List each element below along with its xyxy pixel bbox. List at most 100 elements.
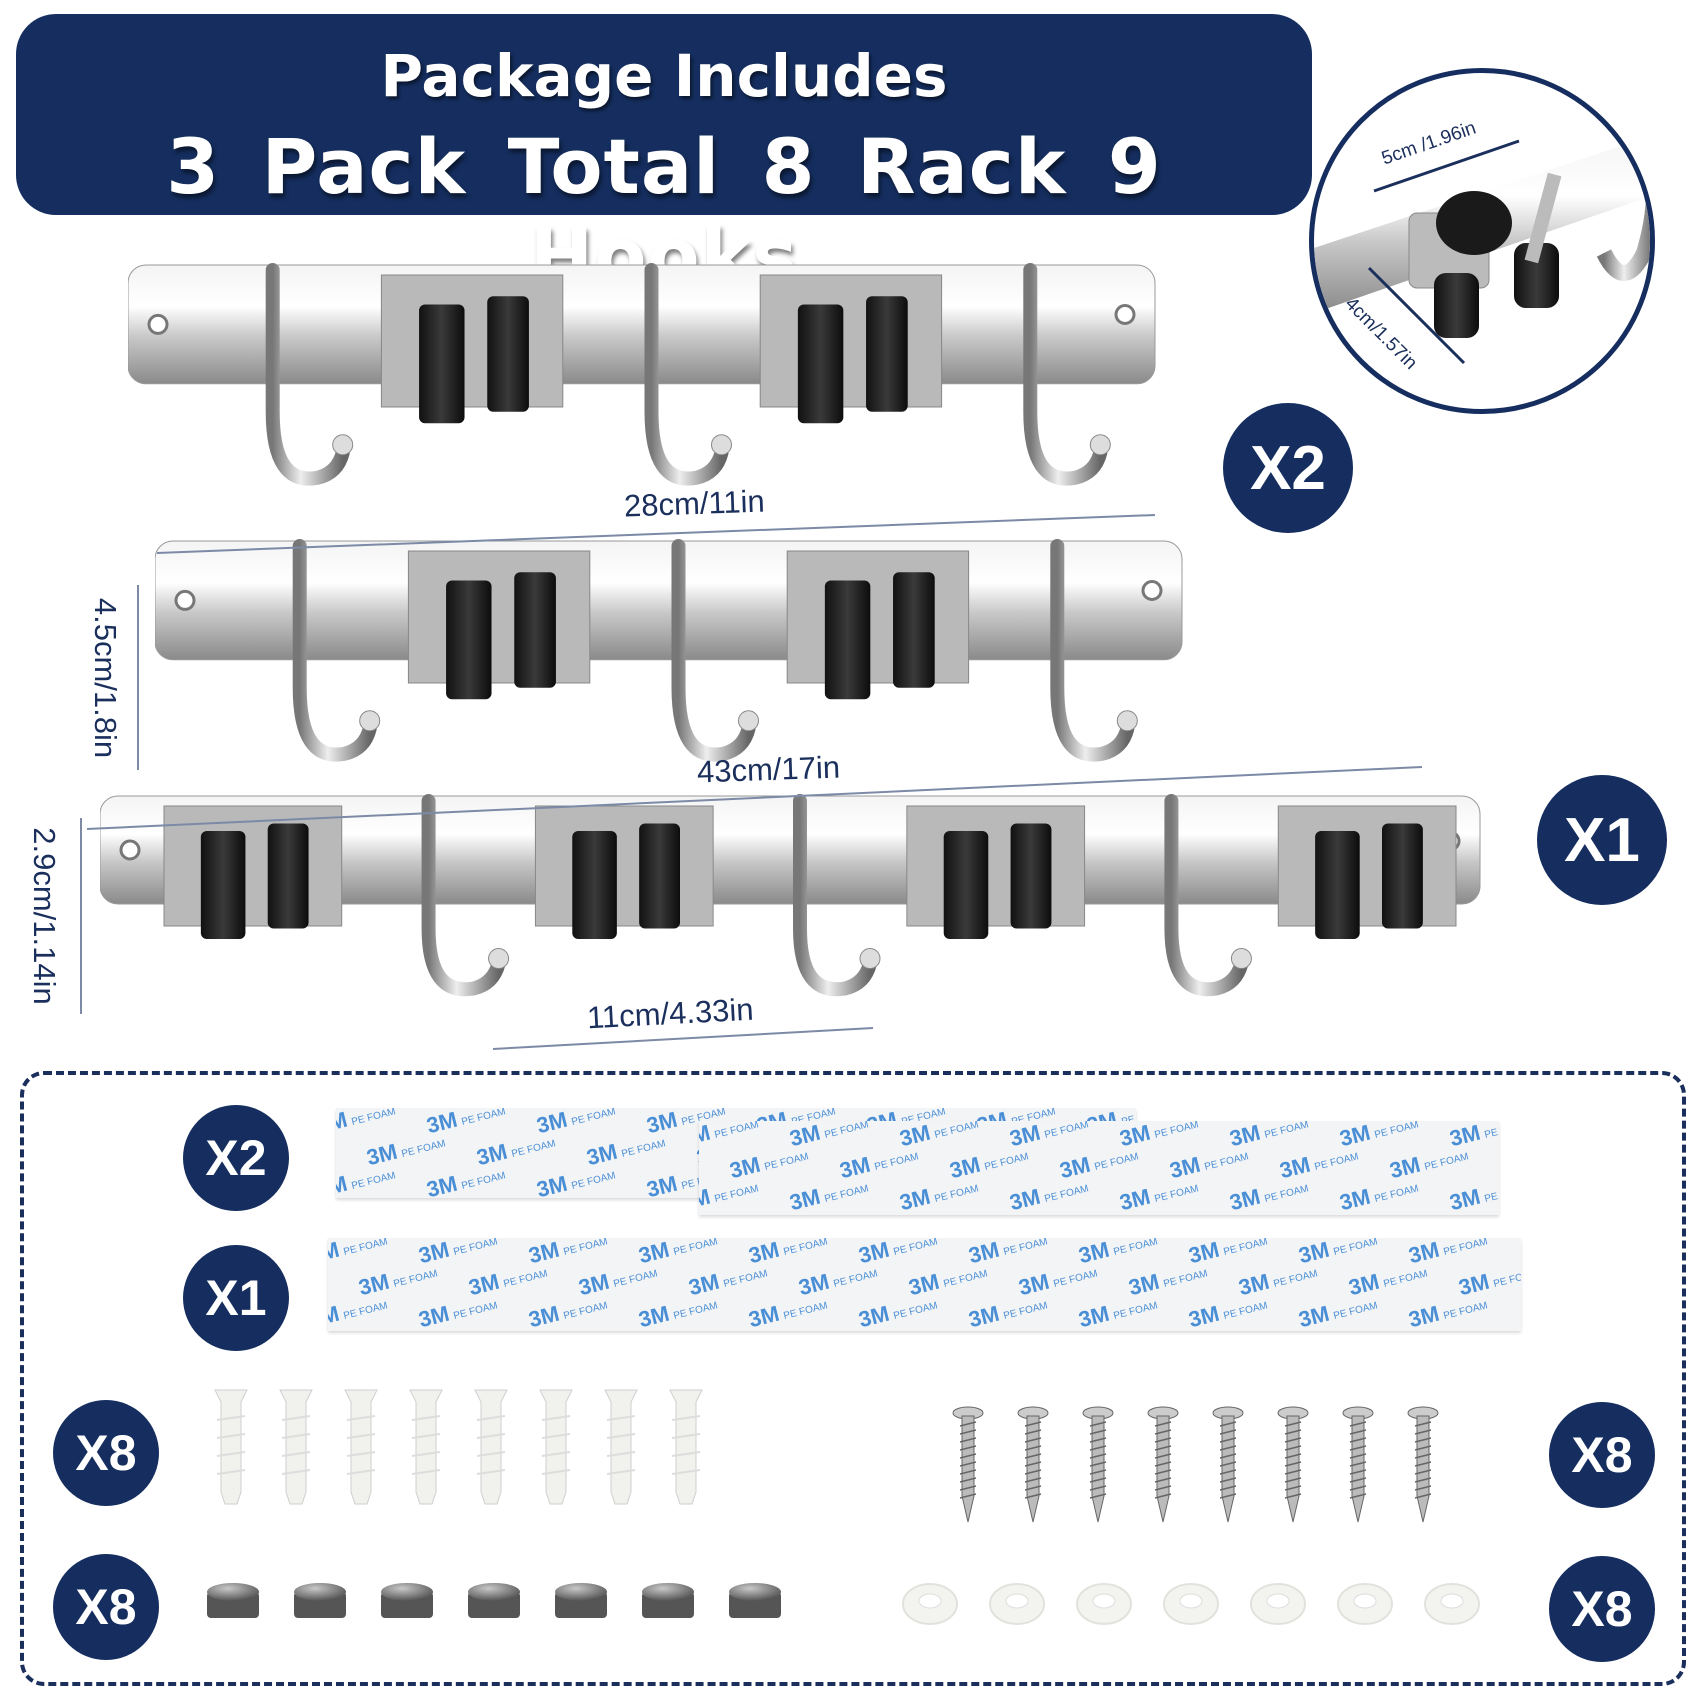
holder-rubber-roller bbox=[639, 823, 680, 929]
screws-quantity-badge: X8 bbox=[1549, 1402, 1655, 1508]
holder-rubber-roller bbox=[824, 580, 871, 700]
screw bbox=[1407, 1406, 1439, 1523]
holder-rubber-roller bbox=[267, 823, 309, 929]
holder-rubber-roller bbox=[797, 304, 844, 424]
holder-clip bbox=[1277, 805, 1457, 927]
wall-anchor bbox=[344, 1389, 378, 1505]
rubber-washer bbox=[1337, 1583, 1393, 1625]
tape-print: 3MPE FOAM bbox=[699, 1183, 760, 1215]
holder-rubber-roller bbox=[1382, 823, 1423, 929]
wall-anchor bbox=[669, 1389, 703, 1505]
small-rack-height-label: 4.5cm/1.8in bbox=[88, 597, 124, 759]
screw bbox=[1277, 1406, 1309, 1523]
tape-print: 3MPE FOAM bbox=[1296, 1300, 1379, 1331]
magnet bbox=[381, 1583, 433, 1618]
hook bbox=[1023, 263, 1108, 486]
tape-print: 3MPE FOAM bbox=[1337, 1183, 1420, 1215]
tape-print: 3MPE FOAM bbox=[328, 1238, 389, 1269]
hook bbox=[1050, 539, 1135, 762]
small-rack-length-line bbox=[156, 514, 1156, 554]
large-rack-quantity-badge: X1 bbox=[1537, 775, 1667, 905]
header-banner: Package Includes 3 Pack Total 8 Rack 9 H… bbox=[16, 14, 1312, 300]
hook-tip bbox=[859, 948, 881, 969]
tape-print: 3MPE FOAM bbox=[1117, 1183, 1200, 1215]
holder-rubber-roller bbox=[200, 831, 246, 939]
large-adhesive-tape: 3MPE FOAM 3MPE FOAM 3MPE FOAM 3MPE FOAM 3MPE… bbox=[328, 1238, 1521, 1331]
holder-clip bbox=[786, 550, 970, 684]
holder-rubber-roller bbox=[487, 296, 529, 412]
tape-print: 3MPE FOAM bbox=[526, 1300, 609, 1331]
magnet bbox=[294, 1583, 346, 1618]
tape-print: 3MPE FOAM bbox=[336, 1108, 397, 1139]
large-rack-length-line bbox=[86, 766, 1423, 830]
small-rack-quantity-badge: X2 bbox=[1223, 403, 1353, 533]
holder-rubber-roller bbox=[446, 580, 492, 700]
screw bbox=[1082, 1406, 1114, 1523]
tape-print: 3MPE FOAM bbox=[699, 1121, 760, 1152]
tape-print: 3MPE FOAM bbox=[1227, 1183, 1310, 1215]
holder-rubber-roller bbox=[1315, 831, 1360, 939]
tape-print: 3MPE FOAM bbox=[856, 1300, 939, 1331]
tape-print: 3MPE FOAM bbox=[897, 1183, 980, 1215]
rubber-washer bbox=[902, 1583, 958, 1625]
magnet bbox=[642, 1583, 694, 1618]
tape-print: 3MPE FOAM bbox=[336, 1170, 397, 1198]
screw-hole bbox=[1114, 304, 1136, 325]
holder-clip bbox=[407, 550, 591, 684]
tape-print: 3MPE FOAM bbox=[966, 1300, 1049, 1331]
holder-clip bbox=[534, 805, 714, 927]
hook-tip bbox=[332, 434, 354, 456]
wall-anchor bbox=[214, 1389, 248, 1505]
magnet bbox=[468, 1583, 520, 1618]
accessories-box bbox=[20, 1071, 1686, 1686]
screw-hole bbox=[119, 839, 141, 861]
holder-clip bbox=[380, 274, 564, 408]
tape-print: 3MPE FOAM bbox=[1186, 1300, 1269, 1331]
hook bbox=[265, 263, 350, 486]
screw bbox=[1017, 1406, 1049, 1523]
holder-rubber-roller bbox=[572, 831, 617, 939]
tape-print: 3MPE FOAM bbox=[746, 1300, 829, 1331]
hook-tip bbox=[1230, 948, 1252, 969]
hook bbox=[671, 539, 756, 762]
hardware-illustration bbox=[207, 1389, 1480, 1625]
wall-anchor bbox=[279, 1389, 313, 1505]
holder-rubber-roller bbox=[866, 296, 908, 412]
tape-print: 3MPE FOAM bbox=[424, 1170, 507, 1198]
screw-hole bbox=[174, 589, 196, 611]
wall-anchor bbox=[539, 1389, 573, 1505]
spacing-line bbox=[492, 1027, 874, 1050]
wall-anchor bbox=[474, 1389, 508, 1505]
small-rack-1 bbox=[128, 263, 1156, 486]
small-adhesive-tape-2: 3MPE FOAM 3MPE FOAM 3MPE FOAM 3MPE FOAM 3MPE… bbox=[699, 1121, 1499, 1215]
tape-print: 3MPE FOAM bbox=[636, 1300, 719, 1331]
screw bbox=[1212, 1406, 1244, 1523]
small-rack-2 bbox=[155, 539, 1183, 762]
holder-clip bbox=[906, 805, 1086, 927]
screw bbox=[952, 1406, 984, 1523]
tape-print: 3MPE FOAM bbox=[787, 1183, 870, 1215]
anchors-quantity-badge: X8 bbox=[53, 1400, 159, 1506]
screw-hole bbox=[147, 313, 169, 335]
screw-hole bbox=[1141, 580, 1163, 601]
wall-anchor bbox=[604, 1389, 638, 1505]
magnet bbox=[555, 1583, 607, 1618]
magnet bbox=[207, 1583, 259, 1618]
large-rack bbox=[100, 794, 1481, 997]
tape-print: 3MPE FOAM bbox=[1076, 1300, 1159, 1331]
hook bbox=[421, 794, 506, 997]
holder-clip bbox=[163, 805, 343, 927]
hook bbox=[292, 539, 377, 762]
rubber-washer bbox=[1424, 1583, 1480, 1625]
magnet bbox=[729, 1583, 781, 1618]
rubber-washer bbox=[1250, 1583, 1306, 1625]
holder-clip bbox=[759, 274, 943, 408]
hook-tip bbox=[711, 434, 732, 456]
holder-rubber-roller bbox=[893, 572, 935, 688]
hook-tip bbox=[359, 710, 381, 732]
rubber-washer bbox=[989, 1583, 1045, 1625]
hook bbox=[793, 794, 877, 997]
holder-rubber-roller bbox=[1010, 823, 1052, 929]
tape-print: 3MPE FOAM bbox=[534, 1170, 617, 1198]
large-rack-height-label: 2.9cm/1.14in bbox=[26, 827, 62, 1005]
